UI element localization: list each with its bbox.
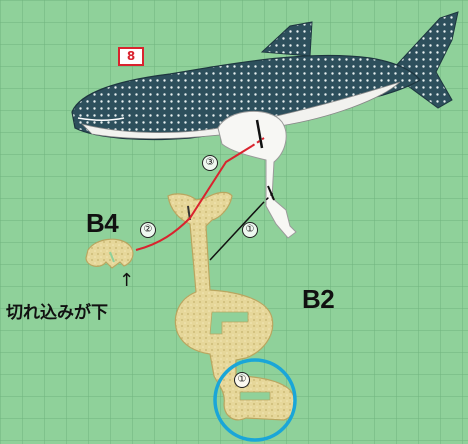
model-number-badge: 8 xyxy=(118,47,144,66)
part-label-b2: B2 xyxy=(302,284,334,315)
step-1-marker-upper: ① xyxy=(242,222,258,238)
step-1-marker-lower: ① xyxy=(234,372,250,388)
part-label-b4: B4 xyxy=(86,208,118,239)
slit-direction-note: 切れ込みが下 xyxy=(6,298,108,323)
step-2-marker: ② xyxy=(140,222,156,238)
step-3-marker: ③ xyxy=(202,155,218,171)
arrow-up-icon: ↑ xyxy=(119,270,134,291)
